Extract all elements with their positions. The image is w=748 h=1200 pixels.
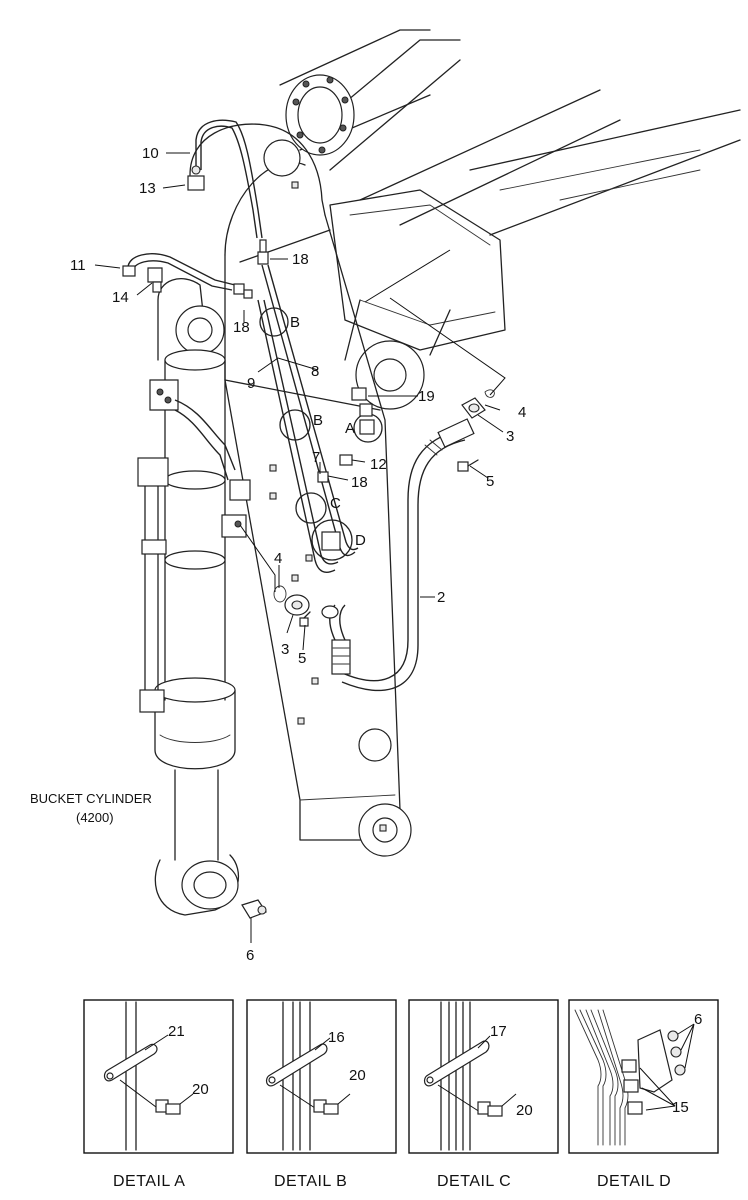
detail-c-part-17: 17: [490, 1023, 507, 1040]
callout-12: 12: [370, 456, 387, 473]
callout-6: 6: [246, 947, 254, 964]
detail-c-caption: DETAIL C: [437, 1173, 511, 1190]
arm-structure: [189, 123, 412, 857]
callout-18-mid: 18: [233, 319, 250, 336]
upper-pipes: [122, 119, 269, 299]
ref-detail-a: A: [345, 420, 355, 437]
detail-b: 16 20 DETAIL B: [246, 999, 397, 1190]
detail-d-part-6: 6: [694, 1011, 702, 1028]
callout-labels: 10 13 11 14 18 18 9 8 19 4 3 5 12 18 7 2…: [70, 145, 526, 964]
ref-detail-b-upper: B: [290, 314, 300, 331]
detail-b-part-20: 20: [349, 1067, 366, 1084]
grease-fitting-6: [241, 899, 267, 919]
callout-2: 2: [437, 589, 445, 606]
bucket-cylinder: [137, 278, 251, 916]
callout-18-top: 18: [292, 251, 309, 268]
callout-10: 10: [142, 145, 159, 162]
callout-4-lower: 4: [274, 550, 282, 567]
callout-8: 8: [311, 363, 319, 380]
cylinder-label-line2: (4200): [76, 810, 114, 825]
callout-7: 7: [312, 449, 320, 466]
callout-3-lower: 3: [281, 641, 289, 658]
callout-14: 14: [112, 289, 129, 306]
ref-detail-d: D: [355, 532, 366, 549]
callout-4-upper: 4: [518, 404, 526, 421]
detail-a-caption: DETAIL A: [113, 1173, 185, 1190]
detail-d-part-15: 15: [672, 1099, 689, 1116]
detail-d: 6 15 DETAIL D: [568, 999, 719, 1190]
cylinder-label-line1: BUCKET CYLINDER: [30, 791, 152, 806]
hose-2: [321, 418, 475, 692]
ref-detail-c: C: [330, 495, 341, 512]
detail-a: 21 20 DETAIL A: [83, 999, 234, 1190]
arm-pipes: [257, 264, 383, 573]
callout-5-lower: 5: [298, 650, 306, 667]
callout-3-upper: 3: [506, 428, 514, 445]
leader-lines: [94, 152, 506, 943]
boom-upper: [299, 39, 741, 410]
bucket-cylinder-label: BUCKET CYLINDER (4200): [30, 791, 152, 825]
callout-5-upper: 5: [486, 473, 494, 490]
ref-detail-b-lower: B: [313, 412, 323, 429]
callout-11: 11: [70, 257, 86, 274]
flanges-and-bolts: [273, 387, 495, 627]
callout-9: 9: [247, 375, 255, 392]
detail-a-part-21: 21: [168, 1023, 185, 1040]
detail-b-caption: DETAIL B: [274, 1173, 347, 1190]
detail-d-caption: DETAIL D: [597, 1173, 671, 1190]
detail-c: 17 20 DETAIL C: [408, 999, 559, 1190]
detail-a-part-20: 20: [192, 1081, 209, 1098]
callout-18-low: 18: [351, 474, 368, 491]
detail-b-part-16: 16: [328, 1029, 345, 1046]
callout-13: 13: [139, 180, 156, 197]
callout-19: 19: [418, 388, 435, 405]
detail-c-part-20: 20: [516, 1102, 533, 1119]
boom-cylinder-top: [279, 29, 431, 156]
